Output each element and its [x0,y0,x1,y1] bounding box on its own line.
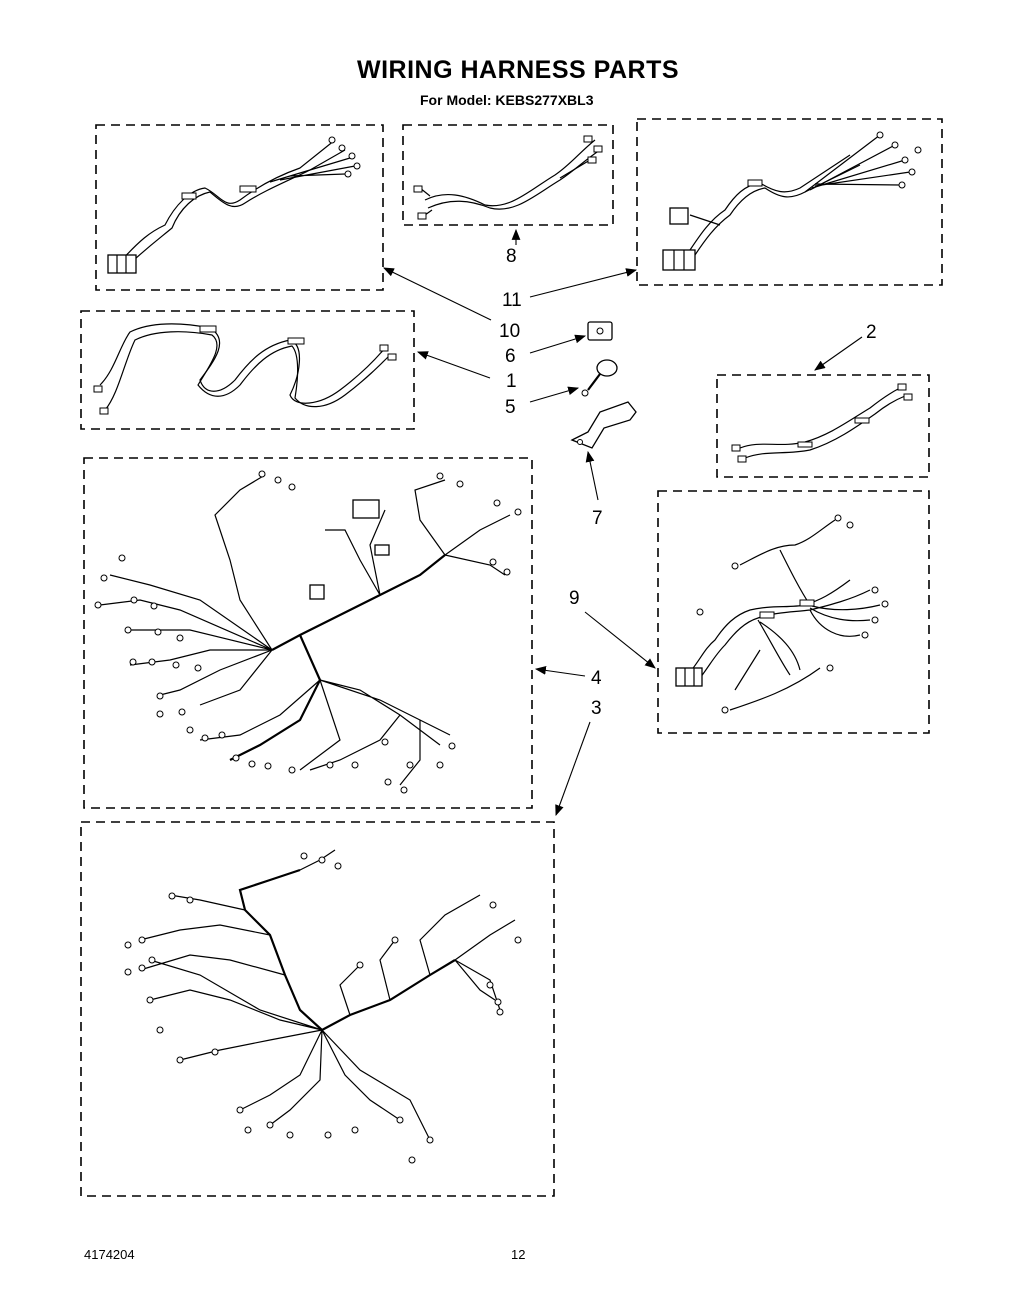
leader-lines [383,228,863,817]
page-title: WIRING HARNESS PARTS [356,56,680,84]
model-subtitle: For Model: KEBS277XBL3 [420,92,594,108]
harness-part-2[interactable] [716,374,930,478]
callout-1: 1 [506,371,517,392]
harness-part-3[interactable] [80,821,555,1197]
harness-part-10[interactable] [95,124,384,291]
harness-part-5-ground-ring[interactable] [581,359,618,397]
harness-part-9[interactable] [657,490,930,734]
callout-2: 2 [866,322,877,343]
harness-part-8[interactable] [402,124,614,226]
callout-3: 3 [591,698,602,719]
document-number: 4174204 [84,1247,135,1262]
harness-part-11[interactable] [636,118,943,286]
callout-10: 10 [499,321,520,342]
harness-part-6-clip[interactable] [587,321,613,341]
callout-5: 5 [505,397,516,418]
harness-part-7-bracket[interactable] [570,401,637,449]
harness-part-4[interactable] [83,457,533,809]
callout-8: 8 [506,246,517,267]
callout-9: 9 [569,588,580,609]
callout-4: 4 [591,668,602,689]
page-number: 12 [511,1247,526,1262]
harness-part-1[interactable] [80,310,415,430]
callout-6: 6 [505,346,516,367]
callout-7: 7 [592,508,603,529]
callout-11: 11 [502,290,522,311]
